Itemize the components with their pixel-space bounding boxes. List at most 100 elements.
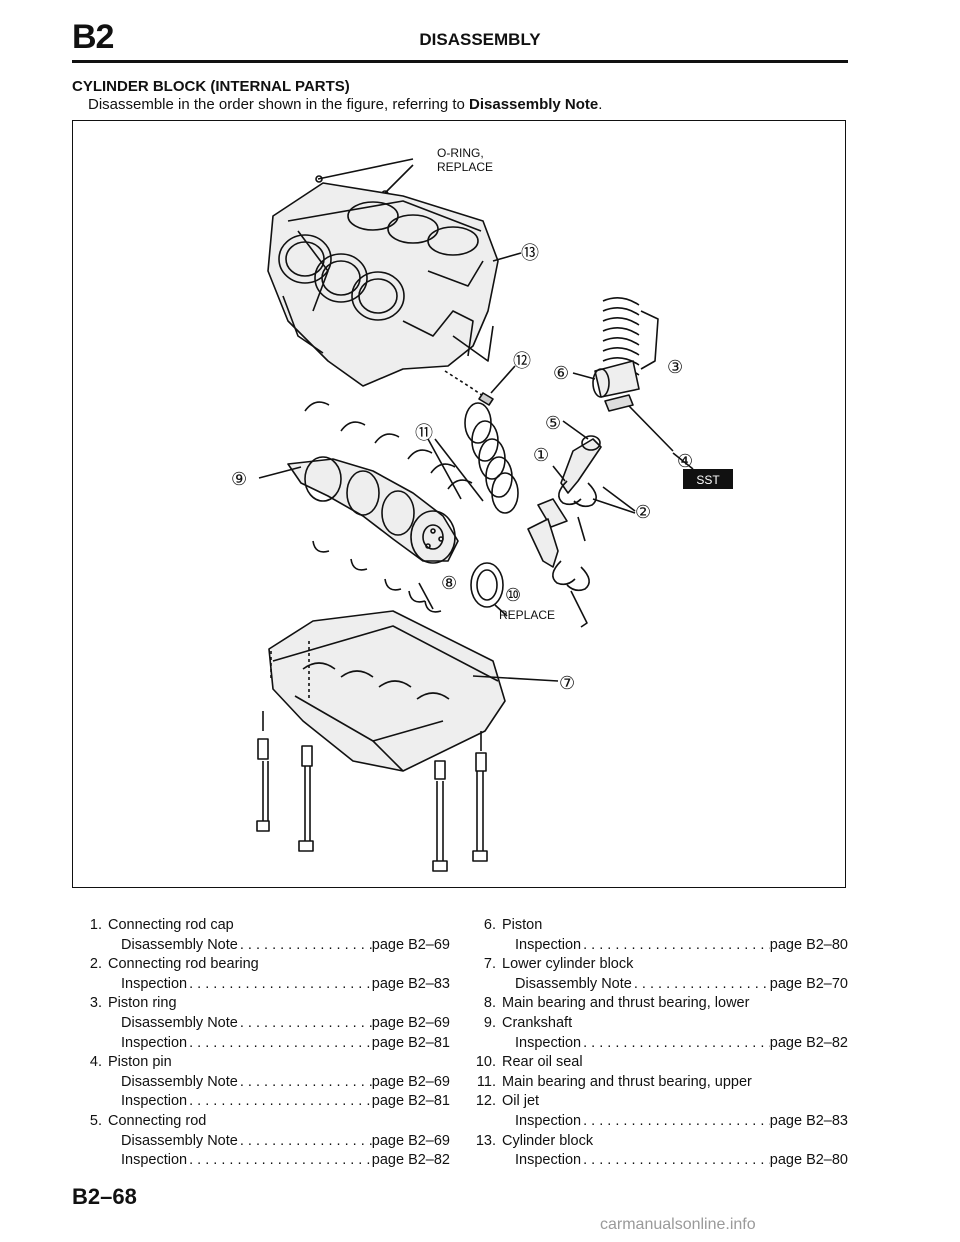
leader-6 bbox=[572, 372, 596, 380]
instruction-text: Disassemble in the order shown in the fi… bbox=[88, 96, 602, 113]
callout-7: ⑦ bbox=[559, 673, 575, 694]
callout-11: ⑪ bbox=[415, 423, 433, 444]
reference-page: page B2–69 bbox=[371, 1073, 450, 1090]
dot-leader bbox=[581, 1112, 770, 1132]
cylinder-block-drawing bbox=[267, 182, 499, 387]
dot-leader bbox=[238, 1132, 372, 1152]
legend-item-name: Oil jet bbox=[502, 1093, 540, 1110]
legend-right-column: 6.PistonInspectionpage B2–807.Lower cyli… bbox=[466, 916, 848, 1171]
reference-label: Inspection bbox=[121, 1034, 188, 1051]
sst-badge bbox=[683, 469, 733, 489]
legend-item-name: Piston ring bbox=[108, 995, 177, 1012]
leader-1 bbox=[552, 465, 566, 482]
piston-drawing bbox=[594, 360, 640, 398]
reference-label: Inspection bbox=[121, 1152, 188, 1169]
callout-2: ② bbox=[635, 502, 651, 523]
legend-item-name: Lower cylinder block bbox=[502, 956, 634, 973]
legend-item-number: 2. bbox=[89, 956, 102, 973]
legend-reference: Inspection page B2–80 bbox=[466, 936, 848, 956]
section-code: B2 bbox=[72, 18, 114, 56]
legend-item-name: Connecting rod bearing bbox=[108, 956, 259, 973]
legend-item-number: 10. bbox=[475, 1054, 496, 1071]
main-bearings-lower bbox=[312, 540, 442, 613]
legend-item-name: Piston pin bbox=[108, 1054, 172, 1071]
legend-item: 6.Piston bbox=[466, 916, 848, 936]
main-bearings-upper bbox=[304, 401, 473, 490]
page-title: DISASSEMBLY bbox=[419, 30, 541, 49]
legend-reference: Disassembly Notepage B2–69 bbox=[72, 1132, 450, 1152]
reference-page: page B2–83 bbox=[371, 975, 450, 992]
legend-item: 1.Connecting rod cap bbox=[72, 916, 450, 936]
legend-item-number: 8. bbox=[483, 995, 496, 1012]
oring-label-line1: O-RING, bbox=[437, 146, 484, 160]
reference-label: Inspection bbox=[515, 1152, 582, 1169]
leader-8 bbox=[418, 582, 434, 610]
reference-page: page B2–81 bbox=[371, 1034, 450, 1051]
dot-leader bbox=[238, 1014, 372, 1034]
dot-leader bbox=[187, 1092, 372, 1112]
callout-5: ⑤ bbox=[545, 413, 561, 434]
leader-3 bbox=[640, 310, 659, 370]
reference-page: page B2–83 bbox=[769, 1112, 848, 1129]
section-heading: CYLINDER BLOCK (INTERNAL PARTS) bbox=[72, 78, 350, 95]
connecting-rod-lower bbox=[527, 518, 559, 568]
dot-leader bbox=[581, 1034, 770, 1054]
instruction-suffix: . bbox=[598, 96, 603, 113]
leader-4 bbox=[628, 405, 674, 452]
legend-item-name: Rear oil seal bbox=[502, 1054, 583, 1071]
reference-page: page B2–70 bbox=[769, 975, 848, 992]
engine-exploded-diagram: SST O-RING, REPLACE REPLACE ① ② ③ ④ ⑤ ⑥ … bbox=[231, 146, 733, 872]
legend-item: 9.Crankshaft bbox=[466, 1014, 848, 1034]
dot-leader bbox=[187, 1151, 372, 1171]
rear-oil-seal bbox=[470, 562, 504, 608]
instruction-prefix: Disassemble in the order shown in the fi… bbox=[88, 96, 470, 113]
legend-item-number: 5. bbox=[89, 1112, 102, 1129]
rod-bolt-lower bbox=[570, 590, 588, 628]
legend-item-name: Cylinder block bbox=[502, 1132, 594, 1149]
replace-label: REPLACE bbox=[499, 608, 555, 622]
callout-13: ⑬ bbox=[521, 243, 539, 264]
reference-page: page B2–69 bbox=[371, 936, 450, 953]
reference-label: Inspection bbox=[515, 1112, 582, 1129]
legend-item-number: 4. bbox=[89, 1054, 102, 1071]
reference-label: Disassembly Note bbox=[121, 1073, 238, 1090]
legend-item: 8.Main bearing and thrust bearing, lower bbox=[466, 994, 848, 1014]
reference-label: Inspection bbox=[121, 975, 188, 992]
legend-item: 12. Oil jet bbox=[466, 1092, 848, 1112]
leader-4b bbox=[672, 452, 694, 470]
legend-item-name: Connecting rod bbox=[108, 1112, 207, 1129]
legend-item: 4. Piston pin bbox=[72, 1053, 450, 1073]
header-rule bbox=[72, 60, 848, 63]
legend-item-number: 12. bbox=[475, 1093, 496, 1110]
legend-reference: Inspectionpage B2–80 bbox=[466, 1151, 848, 1171]
leader-9 bbox=[258, 466, 302, 479]
legend-item-number: 1. bbox=[89, 917, 102, 933]
legend-reference: Disassembly Notepage B2–69 bbox=[72, 1014, 450, 1034]
legend-reference: Inspectionpage B2–82 bbox=[466, 1034, 848, 1054]
exploded-view-figure: SST O-RING, REPLACE REPLACE ① ② ③ ④ ⑤ ⑥ … bbox=[72, 120, 846, 888]
watermark: carmanualsonline.info bbox=[600, 1216, 756, 1233]
oring-left bbox=[315, 175, 323, 183]
dot-leader bbox=[238, 1073, 372, 1093]
leader-5 bbox=[562, 420, 589, 440]
reference-label: Inspection bbox=[515, 936, 582, 953]
page-number: B2–68 bbox=[72, 1184, 137, 1209]
dot-leader bbox=[238, 936, 372, 956]
main-bearing-bolts bbox=[256, 711, 488, 872]
legend-item-number: 7. bbox=[483, 956, 496, 973]
legend-item-name: Main bearing and thrust bearing, upper bbox=[502, 1073, 752, 1090]
leader-11a bbox=[427, 438, 462, 500]
reference-label: Inspection bbox=[515, 1034, 582, 1051]
legend-reference: Inspection page B2–81 bbox=[72, 1034, 450, 1054]
callout-4: ④ bbox=[677, 451, 693, 472]
reference-label: Inspection bbox=[121, 1093, 188, 1110]
legend-item: 10. Rear oil seal bbox=[466, 1053, 848, 1073]
connecting-rod-upper bbox=[560, 438, 602, 494]
oring-leader bbox=[317, 158, 414, 180]
legend-reference: Inspection page B2–83 bbox=[466, 1112, 848, 1132]
reference-page: page B2–80 bbox=[769, 936, 848, 953]
crankshaft-drawing bbox=[287, 456, 459, 564]
rod-bolt bbox=[577, 516, 586, 542]
dot-leader bbox=[581, 1151, 770, 1171]
legend-reference: Disassembly Notepage B2–69 bbox=[72, 936, 450, 956]
